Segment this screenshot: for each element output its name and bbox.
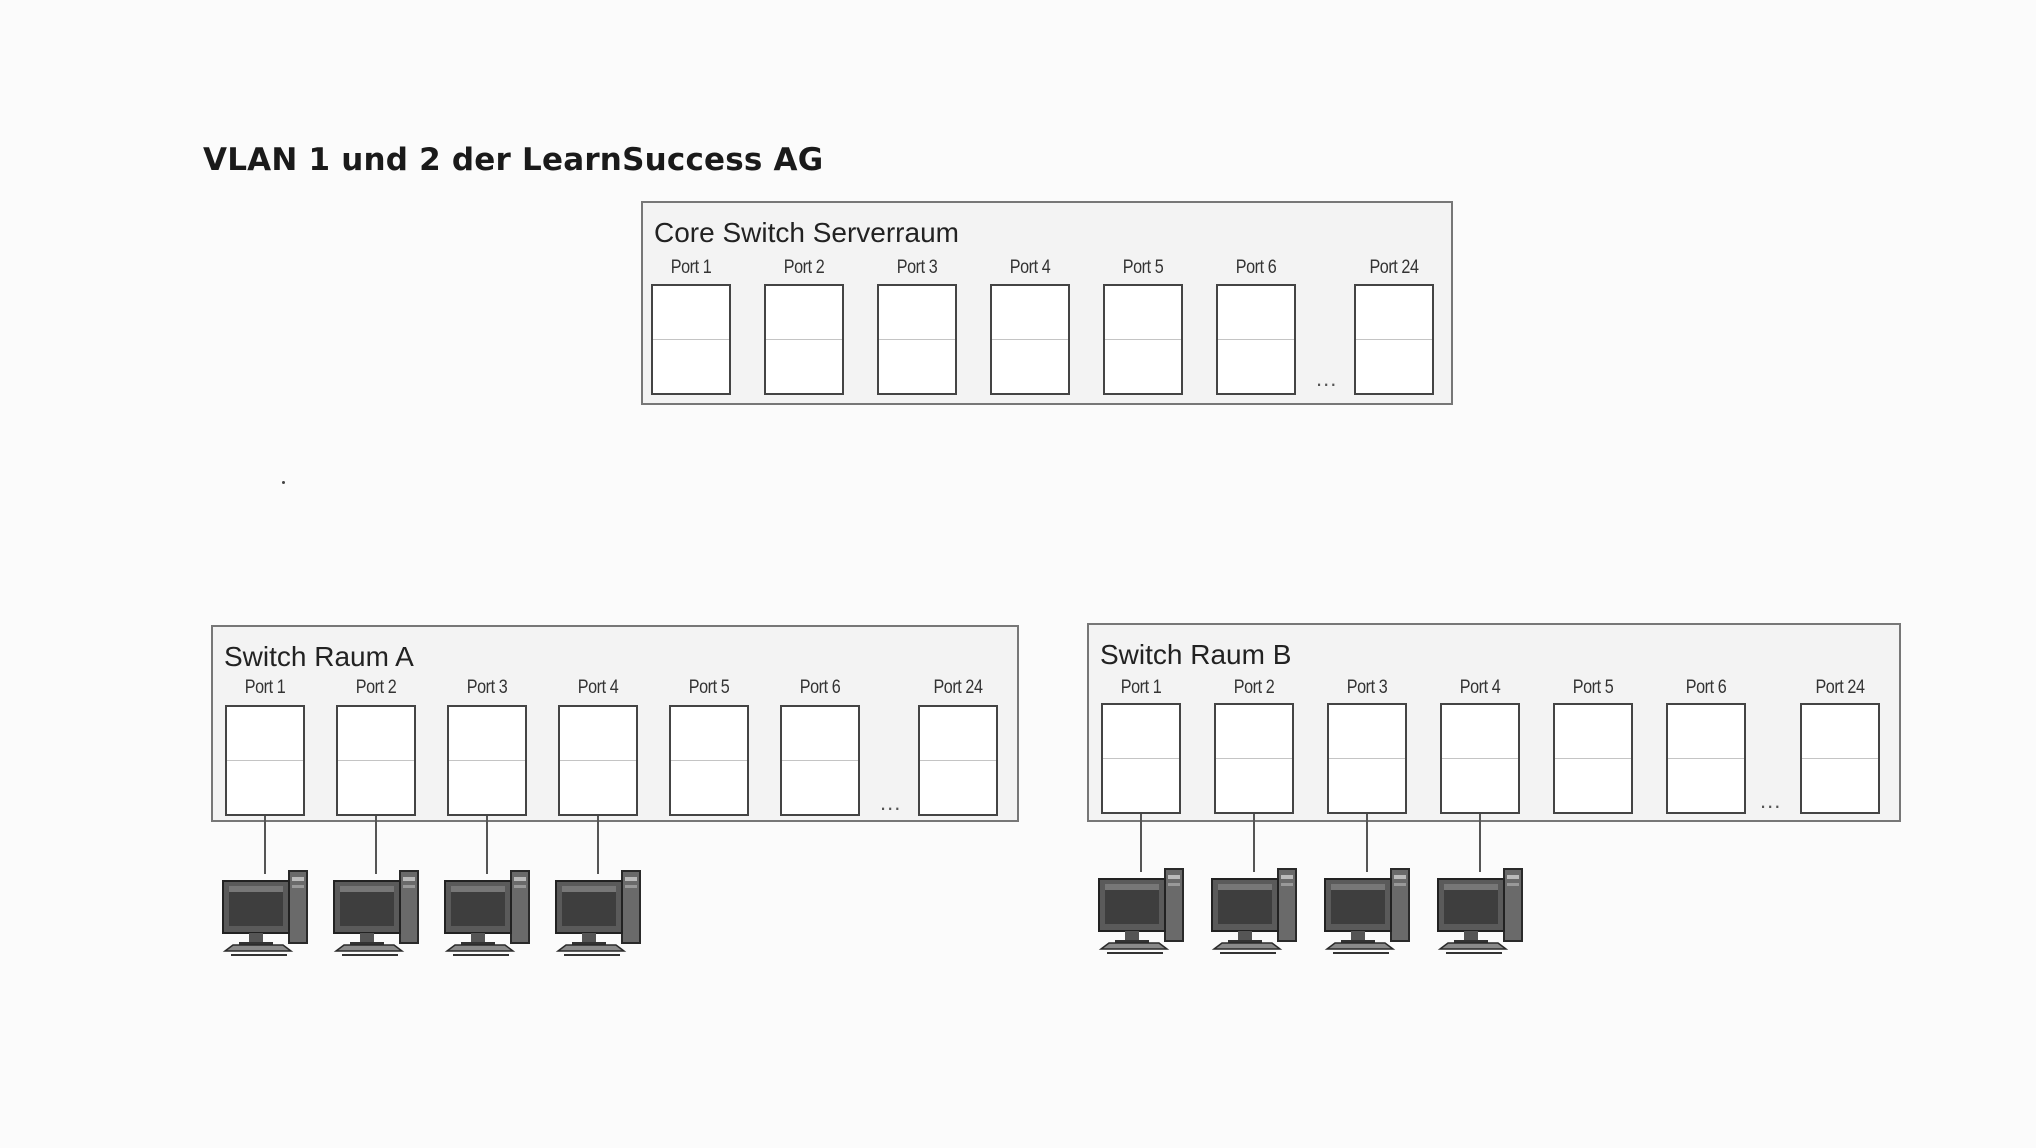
port-divider (1216, 758, 1292, 759)
port-divider (1668, 758, 1744, 759)
desktop-computer-icon (1436, 865, 1530, 957)
port-label: Port 5 (1572, 677, 1614, 698)
desktop-computer-icon (332, 867, 426, 959)
port-slot (1327, 703, 1407, 814)
port-divider (879, 339, 955, 340)
port-label: Port 24 (1369, 257, 1419, 278)
port-label: Port 1 (244, 677, 286, 698)
port-divider (1442, 758, 1518, 759)
port-label: Port 6 (799, 677, 841, 698)
port-divider (1103, 758, 1179, 759)
port-slot (1553, 703, 1633, 814)
port-divider (1218, 339, 1294, 340)
port-label: Port 3 (896, 257, 938, 278)
port-slot (1354, 284, 1434, 395)
network-cable (1366, 814, 1368, 872)
port-slot (1101, 703, 1181, 814)
port-divider (1105, 339, 1181, 340)
network-cable (1253, 814, 1255, 872)
port-label: Port 4 (1459, 677, 1501, 698)
port-slot (764, 284, 844, 395)
port-label: Port 2 (783, 257, 825, 278)
port-slot (1440, 703, 1520, 814)
port-slot (1103, 284, 1183, 395)
port-label: Port 3 (466, 677, 508, 698)
port-slot (225, 705, 305, 816)
port-label: Port 24 (1815, 677, 1865, 698)
port-label: Port 24 (933, 677, 983, 698)
port-label: Port 2 (355, 677, 397, 698)
port-label: Port 6 (1685, 677, 1727, 698)
switch-title: Switch Raum B (1100, 639, 1292, 670)
port-slot (558, 705, 638, 816)
port-divider (1555, 758, 1631, 759)
port-label: Port 1 (1120, 677, 1162, 698)
more-ports-ellipsis: ... (880, 790, 902, 815)
port-label: Port 5 (688, 677, 730, 698)
port-slot (1800, 703, 1880, 814)
port-divider (449, 760, 525, 761)
port-divider (1802, 758, 1878, 759)
port-divider (653, 339, 729, 340)
port-slot (990, 284, 1070, 395)
desktop-computer-icon (443, 867, 537, 959)
more-ports-ellipsis: ... (1316, 366, 1338, 391)
desktop-computer-icon (554, 867, 648, 959)
port-divider (560, 760, 636, 761)
port-slot (669, 705, 749, 816)
port-label: Port 3 (1346, 677, 1388, 698)
port-divider (227, 760, 303, 761)
network-cable (1479, 814, 1481, 872)
desktop-computer-icon (1210, 865, 1304, 957)
port-divider (1329, 758, 1405, 759)
network-cable (597, 816, 599, 874)
port-divider (671, 760, 747, 761)
port-label: Port 2 (1233, 677, 1275, 698)
network-cable (1140, 814, 1142, 872)
network-cable (375, 816, 377, 874)
network-cable (486, 816, 488, 874)
port-label: Port 6 (1235, 257, 1277, 278)
port-divider (338, 760, 414, 761)
page-title: VLAN 1 und 2 der LearnSuccess AG (203, 142, 824, 178)
port-divider (1356, 339, 1432, 340)
desktop-computer-icon (1097, 865, 1191, 957)
port-label: Port 4 (1009, 257, 1051, 278)
port-label: Port 5 (1122, 257, 1164, 278)
port-slot (1216, 284, 1296, 395)
more-ports-ellipsis: ... (1760, 788, 1782, 813)
port-slot (447, 705, 527, 816)
switch-title: Core Switch Serverraum (654, 217, 959, 248)
switch-title: Switch Raum A (224, 641, 414, 672)
port-slot (1214, 703, 1294, 814)
port-label: Port 1 (670, 257, 712, 278)
port-slot (651, 284, 731, 395)
network-cable (264, 816, 266, 874)
desktop-computer-icon (221, 867, 315, 959)
stray-dot (282, 481, 285, 484)
port-divider (992, 339, 1068, 340)
port-slot (877, 284, 957, 395)
port-label: Port 4 (577, 677, 619, 698)
desktop-computer-icon (1323, 865, 1417, 957)
port-divider (920, 760, 996, 761)
port-slot (336, 705, 416, 816)
port-divider (766, 339, 842, 340)
port-slot (1666, 703, 1746, 814)
port-slot (780, 705, 860, 816)
port-divider (782, 760, 858, 761)
port-slot (918, 705, 998, 816)
